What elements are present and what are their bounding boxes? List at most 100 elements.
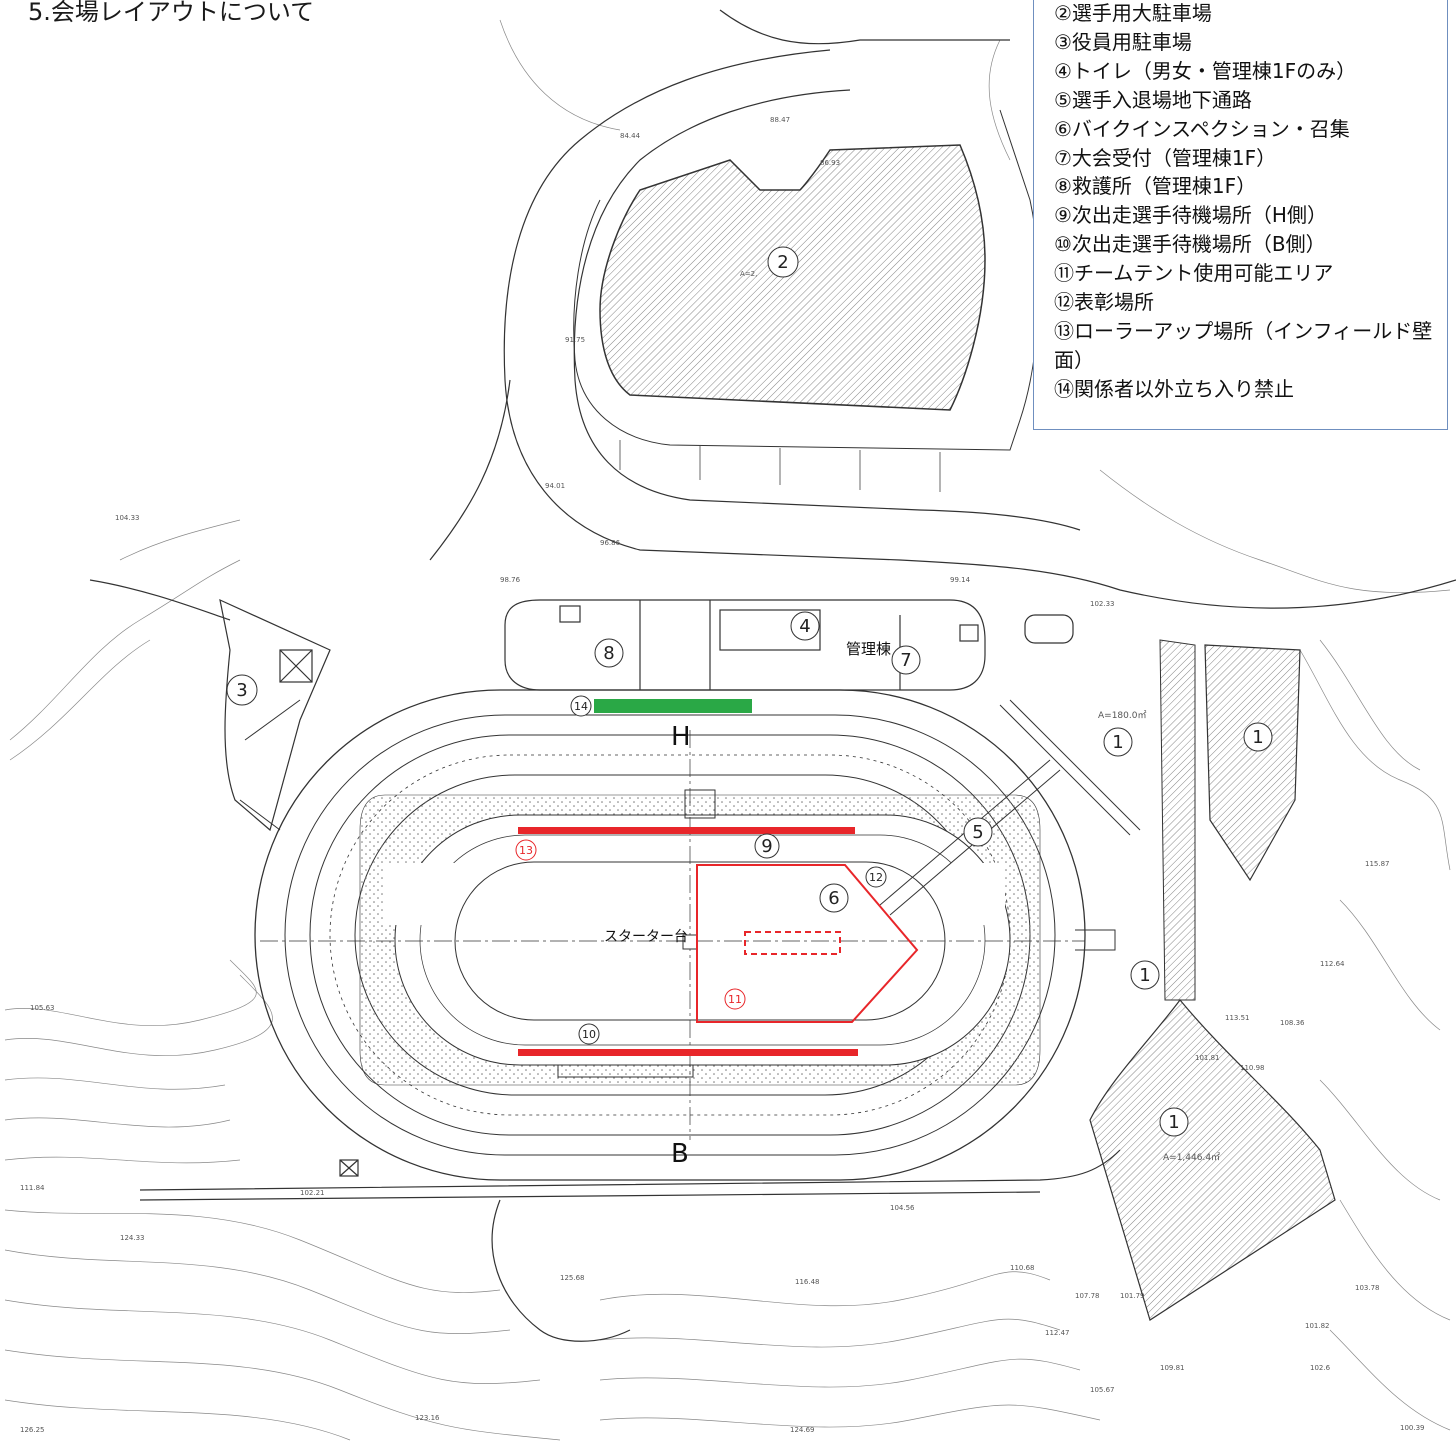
svg-text:4: 4 [799, 616, 810, 637]
elevation-label: 102.6 [1310, 1364, 1331, 1372]
elevation-label: 110.68 [1010, 1264, 1035, 1272]
legend-item: ⑥バイクインスペクション・召集 [1054, 116, 1350, 141]
legend-item: ⑨次出走選手待機場所（H側） [1054, 203, 1327, 228]
elevation-label: 126.25 [20, 1426, 45, 1434]
lower-road [139, 1149, 1121, 1342]
svg-text:2: 2 [777, 252, 788, 273]
marker-11: 11 [724, 988, 746, 1010]
svg-text:8: 8 [603, 643, 614, 664]
marker-2: 2 [767, 246, 799, 278]
svg-text:13: 13 [519, 844, 533, 857]
team-tent-dashed [744, 931, 841, 955]
elevation-label: 115.87 [1365, 860, 1390, 868]
legend-item: ⑧救護所（管理棟1F） [1054, 174, 1257, 199]
legend-item: ⑤選手入退場地下通路 [1054, 87, 1252, 112]
terrain-contours [4, 19, 1451, 1441]
svg-text:14: 14 [574, 700, 588, 713]
marker-8: 8 [594, 638, 624, 668]
starter-label: スターター台 [604, 929, 688, 945]
svg-text:1: 1 [1252, 727, 1263, 748]
elevation-label: 112.64 [1320, 960, 1345, 968]
elevation-label: 124.69 [790, 1426, 815, 1434]
legend-box: ②選手用大駐車場 ③役員用駐車場 ④トイレ（男女・管理棟1Fのみ） ⑤選手入退場地下通… [1033, 0, 1448, 430]
marker-10: 10 [578, 1023, 600, 1045]
parking-area-3 [89, 579, 331, 832]
svg-text:1: 1 [1139, 965, 1150, 986]
elevation-label: 113.51 [1225, 1014, 1250, 1022]
area-label-2: A=2, [740, 270, 757, 278]
svg-text:5: 5 [972, 822, 983, 843]
home-side-label: H [671, 722, 691, 752]
svg-text:3: 3 [236, 680, 247, 701]
elevation-label: 101.79 [1120, 1292, 1145, 1300]
marker-7: 7 [891, 645, 921, 675]
page-title: 5.会場レイアウトについて [28, 0, 315, 26]
upper-road [429, 9, 1456, 609]
legend-item: ③役員用駐車場 [1054, 29, 1192, 54]
marker-3: 3 [226, 674, 258, 706]
elevation-label: 101.82 [1305, 1322, 1330, 1330]
marker-1a: 1 [1103, 727, 1133, 757]
elevation-label: 96.86 [600, 539, 621, 547]
legend-item: ⑫表彰場所 [1054, 290, 1154, 315]
elevation-label: 105.67 [1090, 1386, 1115, 1394]
elevation-label: 101.81 [1195, 1054, 1220, 1062]
svg-text:7: 7 [900, 650, 911, 671]
waiting-bar-b [518, 1049, 858, 1056]
parking-area-2: A=2, [573, 109, 1040, 492]
elevation-label: 109.81 [1160, 1364, 1185, 1372]
team-tent-area [696, 864, 919, 1023]
back-side-label: B [671, 1139, 689, 1169]
svg-text:1: 1 [1168, 1112, 1179, 1133]
legend-item: ⑩次出走選手待機場所（B側） [1054, 232, 1326, 257]
elevation-label: 102.21 [300, 1189, 325, 1197]
rollerup-bar-h [518, 827, 855, 834]
restricted-zone-bar [594, 699, 752, 713]
marker-13: 13 [515, 839, 537, 861]
elevation-label: 91.75 [565, 336, 585, 344]
legend-item: ②選手用大駐車場 [1054, 1, 1212, 25]
elevation-labels: 84.44 88.47 86.93 91.75 94.01 96.86 98.7… [20, 116, 1425, 1434]
management-building [504, 599, 1074, 691]
elevation-label: 88.47 [770, 116, 790, 124]
elevation-label: 105.63 [30, 1004, 55, 1012]
marker-5: 5 [963, 817, 993, 847]
elevation-label: 110.98 [1240, 1064, 1265, 1072]
legend-item: ④トイレ（男女・管理棟1Fのみ） [1054, 58, 1357, 83]
elevation-label: 123.16 [415, 1414, 440, 1422]
elevation-label: 102.33 [1090, 600, 1115, 608]
elevation-label: 124.33 [120, 1234, 145, 1242]
elevation-label: 99.14 [950, 576, 971, 584]
elevation-label: 103.78 [1355, 1284, 1380, 1292]
svg-text:1: 1 [1112, 732, 1123, 753]
marker-1b: 1 [1243, 722, 1273, 752]
elevation-label: 100.39 [1400, 1424, 1425, 1432]
elevation-label: 107.78 [1075, 1292, 1100, 1300]
svg-text:11: 11 [728, 993, 742, 1006]
legend-item: ⑪チームテント使用可能エリア [1054, 261, 1334, 286]
overlays [518, 699, 919, 1056]
management-building-label: 管理棟 [846, 640, 891, 658]
parking-area-1-right: A=180.0㎡ A=1,446.4㎡ [1089, 639, 1336, 1321]
marker-14: 14 [570, 695, 592, 717]
elevation-label: 111.84 [20, 1184, 45, 1192]
elevation-label: 86.93 [820, 159, 840, 167]
elevation-label: 112.47 [1045, 1329, 1070, 1337]
elevation-label: 125.68 [560, 1274, 585, 1282]
elevation-label: 84.44 [620, 132, 641, 140]
legend-item: ⑬ローラーアップ場所（インフィールド壁面） [1054, 318, 1433, 372]
elevation-label: 116.48 [795, 1278, 820, 1286]
svg-text:9: 9 [761, 836, 772, 857]
svg-text:10: 10 [582, 1028, 596, 1041]
markers: 1 1 1 1 2 3 4 5 6 7 8 9 10 11 12 13 14 [226, 246, 1273, 1137]
legend-item: ⑦大会受付（管理棟1F） [1054, 145, 1277, 170]
elevation-label: 104.56 [890, 1204, 915, 1212]
marker-6: 6 [819, 883, 849, 913]
marker-12: 12 [865, 866, 887, 888]
area-label-1: A=180.0㎡ [1098, 710, 1146, 721]
velodrome-track [239, 689, 1141, 1181]
marker-4: 4 [790, 611, 820, 641]
svg-text:12: 12 [869, 871, 883, 884]
area-label-1b: A=1,446.4㎡ [1163, 1152, 1220, 1163]
